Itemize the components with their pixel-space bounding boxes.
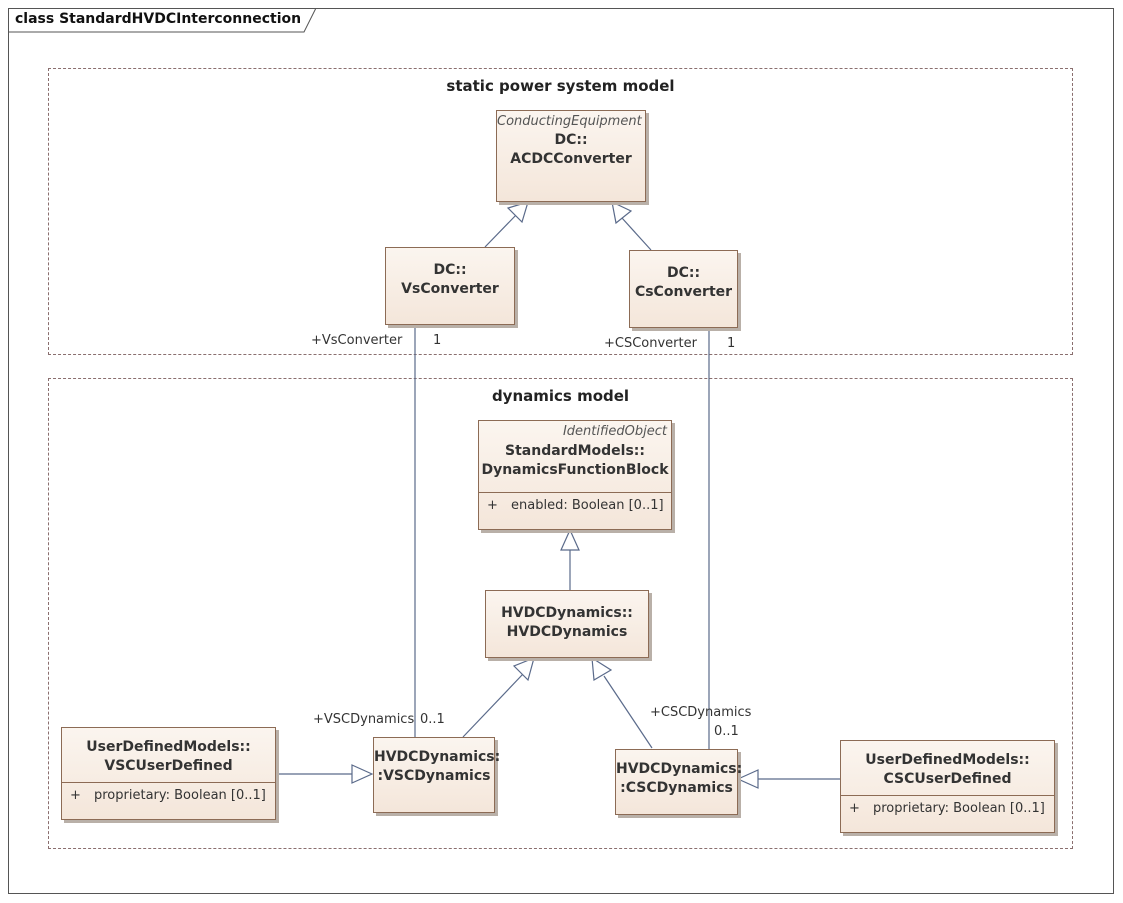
static-model-boundary[interactable]: static power system model [48, 68, 1073, 355]
stereotype-label: IdentifiedObject [562, 424, 667, 439]
stereotype-label: ConductingEquipment [497, 114, 642, 129]
class-name-line2: CsConverter [634, 284, 733, 300]
class-name-line1: UserDefinedModels:: [865, 752, 1030, 768]
class-csconverter[interactable]: DC:: CsConverter [629, 250, 738, 328]
class-name-line1: StandardModels:: [505, 443, 645, 459]
csc-generalization-arrow [591, 656, 613, 681]
class-name-line2: HVDCDynamics [506, 624, 628, 640]
vs-role-label: +VsConverter [311, 333, 403, 348]
class-name-line1: DC:: [554, 132, 588, 148]
vs-generalization-line [484, 212, 519, 248]
class-name-line1: HVDCDynamics: [374, 749, 501, 765]
class-name-line1: HVDCDynamics: [616, 761, 743, 777]
csc-generalization-line [603, 675, 653, 749]
vs-generalization-arrow [506, 201, 529, 224]
class-name-line1: DC:: [433, 262, 467, 278]
dynamics-model-title: dynamics model [491, 387, 630, 405]
class-dynamicsfunctionblock[interactable]: IdentifiedObject StandardModels:: Dynami… [478, 420, 672, 530]
vscdynamics-multiplicity: 0..1 [420, 712, 445, 727]
cs-role-label: +CSConverter [604, 336, 697, 351]
vscud-generalization-arrow [351, 764, 374, 784]
attribute-compartment: + proprietary: Boolean [0..1] [62, 782, 275, 819]
attribute-enabled[interactable]: enabled: Boolean [0..1] [511, 498, 664, 513]
cs-multiplicity: 1 [727, 336, 736, 351]
hvdc-generalization-arrow [560, 528, 580, 551]
class-name-line2: :CSCDynamics [620, 780, 733, 796]
class-name-line1: HVDCDynamics:: [501, 605, 633, 621]
cs-generalization-arrow [611, 200, 633, 225]
vsc-generalization-line [462, 673, 524, 738]
cscdynamics-multiplicity: 0..1 [714, 724, 739, 739]
class-name-line2: VSCUserDefined [104, 758, 233, 774]
class-name-line2: :VSCDynamics [377, 768, 491, 784]
class-cscdynamics[interactable]: HVDCDynamics: :CSCDynamics [615, 749, 743, 815]
class-cscuserdefined[interactable]: UserDefinedModels:: CSCUserDefined + prop… [840, 740, 1055, 833]
cscud-generalization-arrow [736, 769, 759, 789]
class-name-line2: CSCUserDefined [883, 771, 1012, 787]
class-name-line1: DC:: [666, 265, 701, 281]
class-vscdynamics[interactable]: HVDCDynamics: :VSCDynamics [373, 737, 501, 813]
dynamics-model-boundary[interactable]: dynamics model [48, 378, 1073, 849]
attribute-compartment: + proprietary: Boolean [0..1] [841, 795, 1054, 832]
attribute-proprietary[interactable]: proprietary: Boolean [0..1] [873, 801, 1045, 816]
attribute-visibility: + [487, 498, 498, 513]
vsc-generalization-arrow [512, 656, 535, 682]
attribute-visibility: + [849, 801, 860, 816]
attribute-compartment: + enabled: Boolean [0..1] [479, 492, 671, 529]
cs-generalization-line [621, 217, 652, 251]
class-hvdcdynamics[interactable]: HVDCDynamics:: HVDCDynamics [485, 590, 649, 658]
cscdynamics-role-label: +CSCDynamics [650, 705, 752, 720]
attribute-proprietary[interactable]: proprietary: Boolean [0..1] [94, 788, 266, 803]
diagram-title: class StandardHVDCInterconnection [15, 11, 302, 27]
static-model-title: static power system model [446, 77, 675, 95]
class-vsconverter[interactable]: DC:: VsConverter [385, 247, 515, 325]
frame-tab-outline [8, 8, 317, 33]
class-acdcconverter[interactable]: ConductingEquipment DC:: ACDCConverter [496, 110, 646, 202]
attribute-visibility: + [70, 788, 81, 803]
class-name-line2: DynamicsFunctionBlock [481, 462, 669, 478]
class-name-line2: ACDCConverter [510, 151, 632, 167]
vscdynamics-role-label: +VSCDynamics [313, 712, 415, 727]
class-vscuserdefined[interactable]: UserDefinedModels:: VSCUserDefined + prop… [61, 727, 276, 820]
diagram-frame [8, 8, 1114, 894]
class-name-line2: VsConverter [401, 281, 499, 297]
vs-multiplicity: 1 [433, 333, 442, 348]
class-name-line1: UserDefinedModels:: [86, 739, 251, 755]
